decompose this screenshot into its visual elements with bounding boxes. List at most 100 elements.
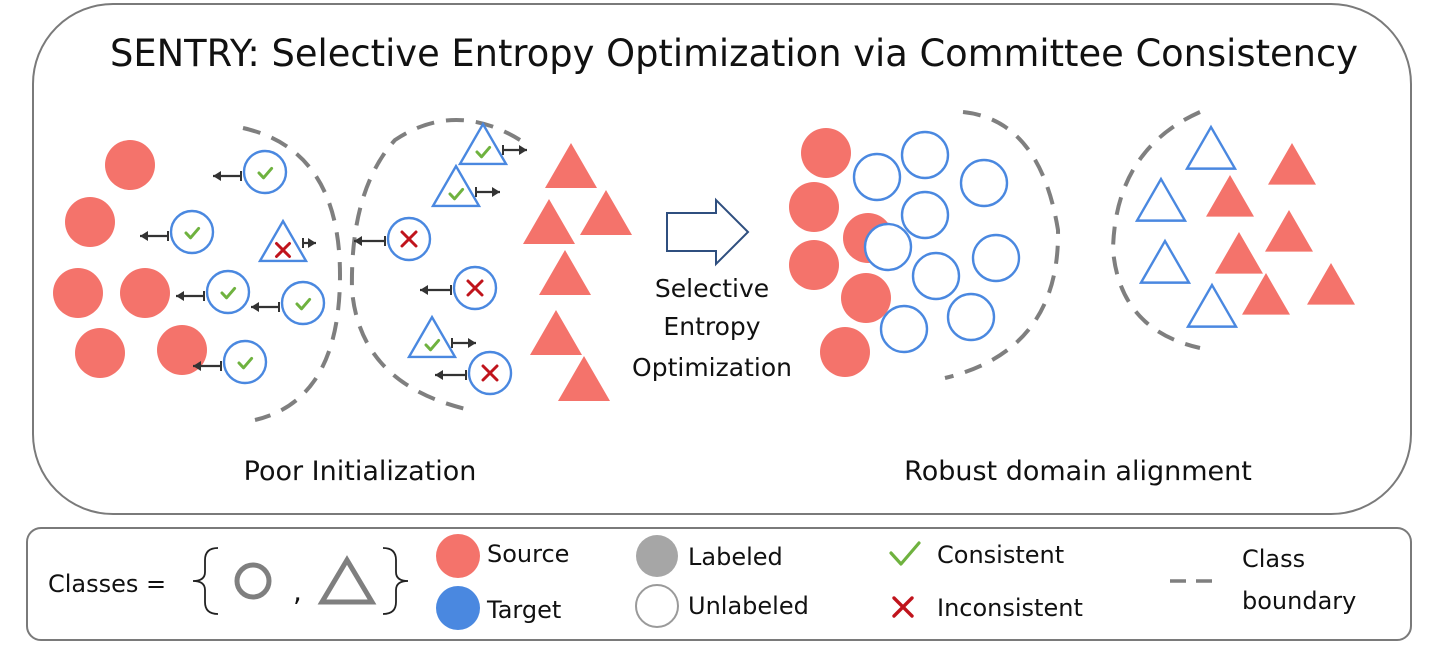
source-triangle [523,198,575,245]
legend-source-icon [436,534,480,578]
class-boundary [349,118,522,412]
legend-labeled-label: Labeled [688,543,783,571]
source-triangle [1242,273,1290,315]
legend-target-icon [436,586,480,630]
arrow-head-icon [193,361,201,371]
legend-source-label: Source [487,540,569,568]
check-icon [184,226,201,240]
check-icon [220,286,237,300]
arrow-head-icon [140,231,148,241]
legend-labeled-icon [636,535,678,577]
source-triangle [545,142,597,189]
robust-alignment-scene [789,110,1355,380]
legend-unlabeled-icon [635,584,679,628]
check-icon [448,187,465,201]
arrow-label-line-1: Selective [655,274,769,303]
target-triangle [430,163,482,208]
source-circle [841,273,891,323]
target-circle [863,222,913,272]
check-icon [295,297,312,311]
class-boundary [242,126,343,422]
cross-icon [400,230,418,248]
legend-triangle-class-icon [317,555,377,605]
target-circle [900,130,950,180]
legend-inconsistent-label: Inconsistent [937,594,1083,622]
arrow-head-icon [519,145,527,155]
source-triangle [1265,210,1313,252]
source-circle [105,140,155,190]
source-circle [53,268,103,318]
arrow-head-icon [251,302,259,312]
legend-target-label: Target [486,596,561,624]
arrow-label-line-3: Optimization [632,353,792,382]
source-triangle [1268,143,1316,185]
target-circle [222,339,268,385]
arrow-head-icon [420,285,428,295]
arrow-head-icon [176,291,184,301]
source-circle [65,197,115,247]
target-triangle [1184,124,1238,170]
cross-icon [481,364,499,382]
arrow-label-line-2: Entropy [663,312,760,341]
check-icon [424,338,441,352]
cross-icon [275,242,291,258]
right-brace-icon [382,547,409,615]
source-triangle [1215,232,1263,274]
arrow-head-icon [435,370,443,380]
check-icon [237,356,254,370]
target-circle [242,149,288,195]
target-triangle [257,218,309,263]
target-circle [911,251,961,301]
target-triangle [1138,238,1192,284]
source-circle [789,182,839,232]
target-circle [852,152,902,202]
source-triangle [539,249,591,296]
target-circle [169,209,215,255]
source-circle [820,327,870,377]
source-circle [789,240,839,290]
source-circle [801,128,851,178]
legend-comma: , [293,575,302,608]
source-triangle [1307,263,1355,305]
check-icon [257,166,274,180]
target-circle [959,158,1009,208]
target-circle [900,190,950,240]
target-circle [205,269,251,315]
legend-panel [26,527,1412,641]
target-triangle [1185,282,1239,328]
target-circle [946,292,996,342]
legend-check-icon [889,541,921,566]
arrow-head-icon [354,236,362,246]
target-triangle [1134,176,1188,222]
target-circle [879,304,929,354]
legend-class-boundary-label-line-1: Class [1242,545,1305,573]
arrow-head-icon [308,238,316,248]
source-triangle [530,309,582,356]
check-icon [475,145,492,159]
target-circle [971,233,1021,283]
target-triangle [457,121,509,166]
cross-icon [466,279,484,297]
source-circle [157,325,207,375]
arrow-head-icon [213,171,221,181]
poor-initialization-scene [53,118,632,422]
arrow-head-icon [492,187,500,197]
right-panel-label: Robust domain alignment [904,456,1252,487]
legend-consistent-label: Consistent [937,541,1064,569]
source-triangle [558,355,610,402]
left-brace-icon [192,547,219,615]
source-circle [120,268,170,318]
legend: Classes = , Source Target Labeled Unlabe… [48,534,1356,630]
legend-cross-icon [892,596,914,618]
legend-class-boundary-label-line-2: boundary [1242,587,1356,615]
source-triangle [1206,175,1254,217]
target-circle [280,280,326,326]
legend-unlabeled-label: Unlabeled [688,592,809,620]
class-boundary [944,110,1061,380]
legend-classes-label: Classes = [48,570,166,598]
source-circle [75,328,125,378]
diagram-title: SENTRY: Selective Entropy Optimization v… [110,32,1358,75]
target-triangle [406,314,458,359]
legend-circle-class-icon [234,562,272,600]
